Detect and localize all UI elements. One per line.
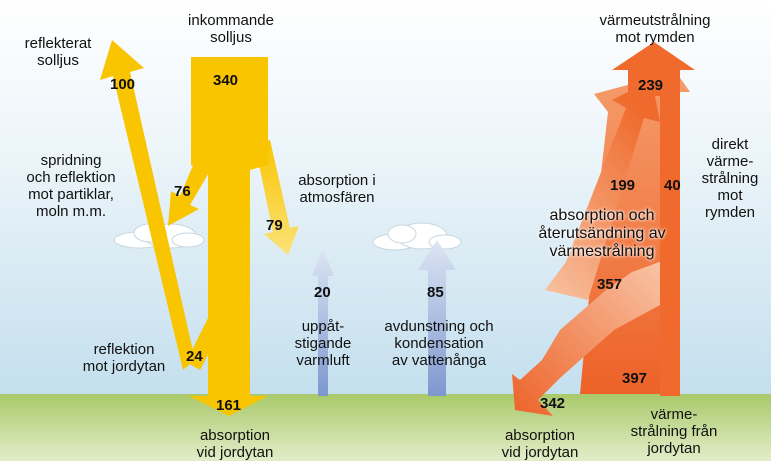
surface-reflection-value: 24 bbox=[186, 348, 203, 365]
scatter-value: 76 bbox=[174, 183, 191, 200]
surface-absorption-value: 161 bbox=[216, 397, 241, 414]
back-absorption-value: 342 bbox=[540, 395, 565, 412]
surface-reflection-label: reflektion mot jordytan bbox=[64, 341, 184, 375]
incoming-solar-value: 340 bbox=[213, 72, 238, 89]
atmospheric-absorption-label: absorption i atmosfären bbox=[282, 172, 392, 206]
thermals-label: uppåt- stigande varmluft bbox=[280, 318, 366, 369]
back-absorption-label: absorption vid jordytan bbox=[485, 427, 595, 461]
thermals-value: 20 bbox=[314, 284, 331, 301]
scatter-label: spridning och reflektion mot partiklar, … bbox=[2, 152, 140, 220]
reflected-sunlight-label: reflekterat solljus bbox=[8, 35, 108, 69]
latent-heat-label: avdunstning och kondensation av vattenån… bbox=[368, 318, 510, 369]
atmospheric-emission-value: 199 bbox=[610, 177, 635, 194]
surface-emission-value: 397 bbox=[622, 370, 647, 387]
latent-heat-value: 85 bbox=[427, 284, 444, 301]
atmospheric-absorption-value: 79 bbox=[266, 217, 283, 234]
surface-emission-label: värme- strålning från jordytan bbox=[618, 406, 730, 457]
surface-absorption-label: absorption vid jordytan bbox=[180, 427, 290, 461]
back-radiation-value: 357 bbox=[597, 276, 622, 293]
incoming-solar-label: inkommande solljus bbox=[175, 12, 287, 46]
outgoing-longwave-value: 239 bbox=[638, 77, 663, 94]
atmospheric-window-value: 40 bbox=[664, 177, 681, 194]
reflected-sunlight-value: 100 bbox=[110, 76, 135, 93]
reemission-label: absorption och återutsändning av värmest… bbox=[512, 207, 692, 261]
outgoing-longwave-label: värmeutstrålning mot rymden bbox=[575, 12, 735, 46]
atmospheric-window-label: direkt värme- strålning mot rymden bbox=[690, 136, 770, 221]
